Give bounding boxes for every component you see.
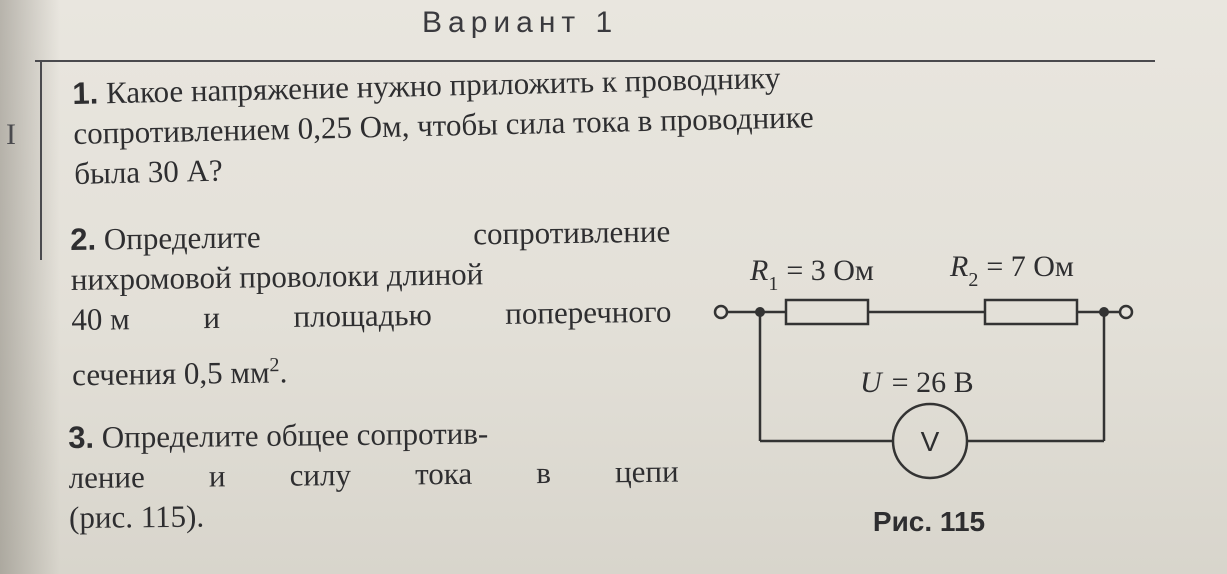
problem-3-line-1: 3. Определите общее сопротив-: [68, 412, 678, 458]
resistor-r2: [983, 298, 1079, 326]
problem-2-word: и: [203, 299, 221, 336]
problem-2-line-1: 2. Определите сопротивление: [70, 212, 671, 260]
problem-2-word: сопротивление: [473, 213, 671, 252]
problem-2: 2. Определите сопротивление нихромовой п…: [70, 212, 672, 396]
circuit-diagram: R1= 3 Ом R2= 7 Ом U= 26 В V Рис. 115: [713, 250, 1134, 537]
r1-value: = 3 Ом: [786, 254, 874, 287]
r2-symbol: R: [949, 250, 968, 283]
terminal-right: [1118, 304, 1134, 320]
figure-caption: Рис. 115: [873, 506, 985, 537]
resistor-r1: [784, 298, 870, 326]
problem-2-word: Определите: [103, 219, 261, 257]
svg-text:R2= 7 Ом: R2 = 7 Ом: [949, 250, 1074, 291]
problem-2-line-4: сечения 0,5 мм2.: [72, 340, 673, 396]
problem-1-number: 1.: [72, 75, 99, 111]
problem-2-number: 2.: [70, 221, 97, 257]
problem-3-number: 3.: [68, 419, 95, 455]
problem-3-text: Определите общее сопротив-: [101, 415, 489, 455]
r1-subscript: 1: [768, 273, 778, 295]
problem-3-word: и: [208, 458, 226, 494]
page-edge-shadow: [0, 0, 60, 574]
svg-text:R1= 3 Ом: R1 = 3 Ом: [749, 254, 874, 295]
problem-3-word: силу: [289, 457, 352, 493]
problem-2-word: 40 м: [71, 301, 131, 337]
variant-title: Вариант 1: [422, 6, 619, 39]
problem-3-line-3: (рис. 115).: [68, 498, 205, 535]
problem-2-line-3: 40 м и площадью поперечного: [71, 292, 672, 340]
top-rule: [35, 60, 1155, 62]
voltmeter-label: V: [921, 426, 940, 457]
problem-3-word: тока: [414, 455, 473, 492]
problem-3-word: в: [536, 454, 552, 491]
problem-2-period: .: [279, 354, 288, 390]
voltmeter-circle: [891, 402, 969, 480]
problem-2-word: поперечного: [505, 293, 672, 331]
problem-3: 3. Определите общее сопротив- ление и си…: [68, 412, 679, 538]
problem-3-word: ление: [68, 459, 145, 495]
terminal-left: [713, 304, 729, 320]
problem-2-word: площадью: [293, 296, 432, 334]
margin-mark: I: [6, 118, 16, 151]
r1-symbol: R: [749, 254, 768, 287]
problem-1: 1. Какое напряжение нужно приложить к пр…: [72, 49, 1154, 193]
problem-3-word: цепи: [614, 453, 679, 490]
problem-2-area-text: сечения 0,5 мм: [71, 354, 270, 393]
svg-text:U= 26 В: U= 26 В: [860, 366, 974, 399]
problem-3-line-2: ление и силу тока в цепи: [68, 452, 678, 498]
r2-value: = 7 Ом: [986, 250, 1074, 283]
voltage-symbol: U: [860, 366, 884, 399]
side-rule: [40, 60, 42, 260]
voltage-value: = 26 В: [892, 366, 974, 399]
junction-node: [755, 307, 765, 317]
junction-node: [1099, 307, 1109, 317]
r2-subscript: 2: [968, 269, 978, 291]
